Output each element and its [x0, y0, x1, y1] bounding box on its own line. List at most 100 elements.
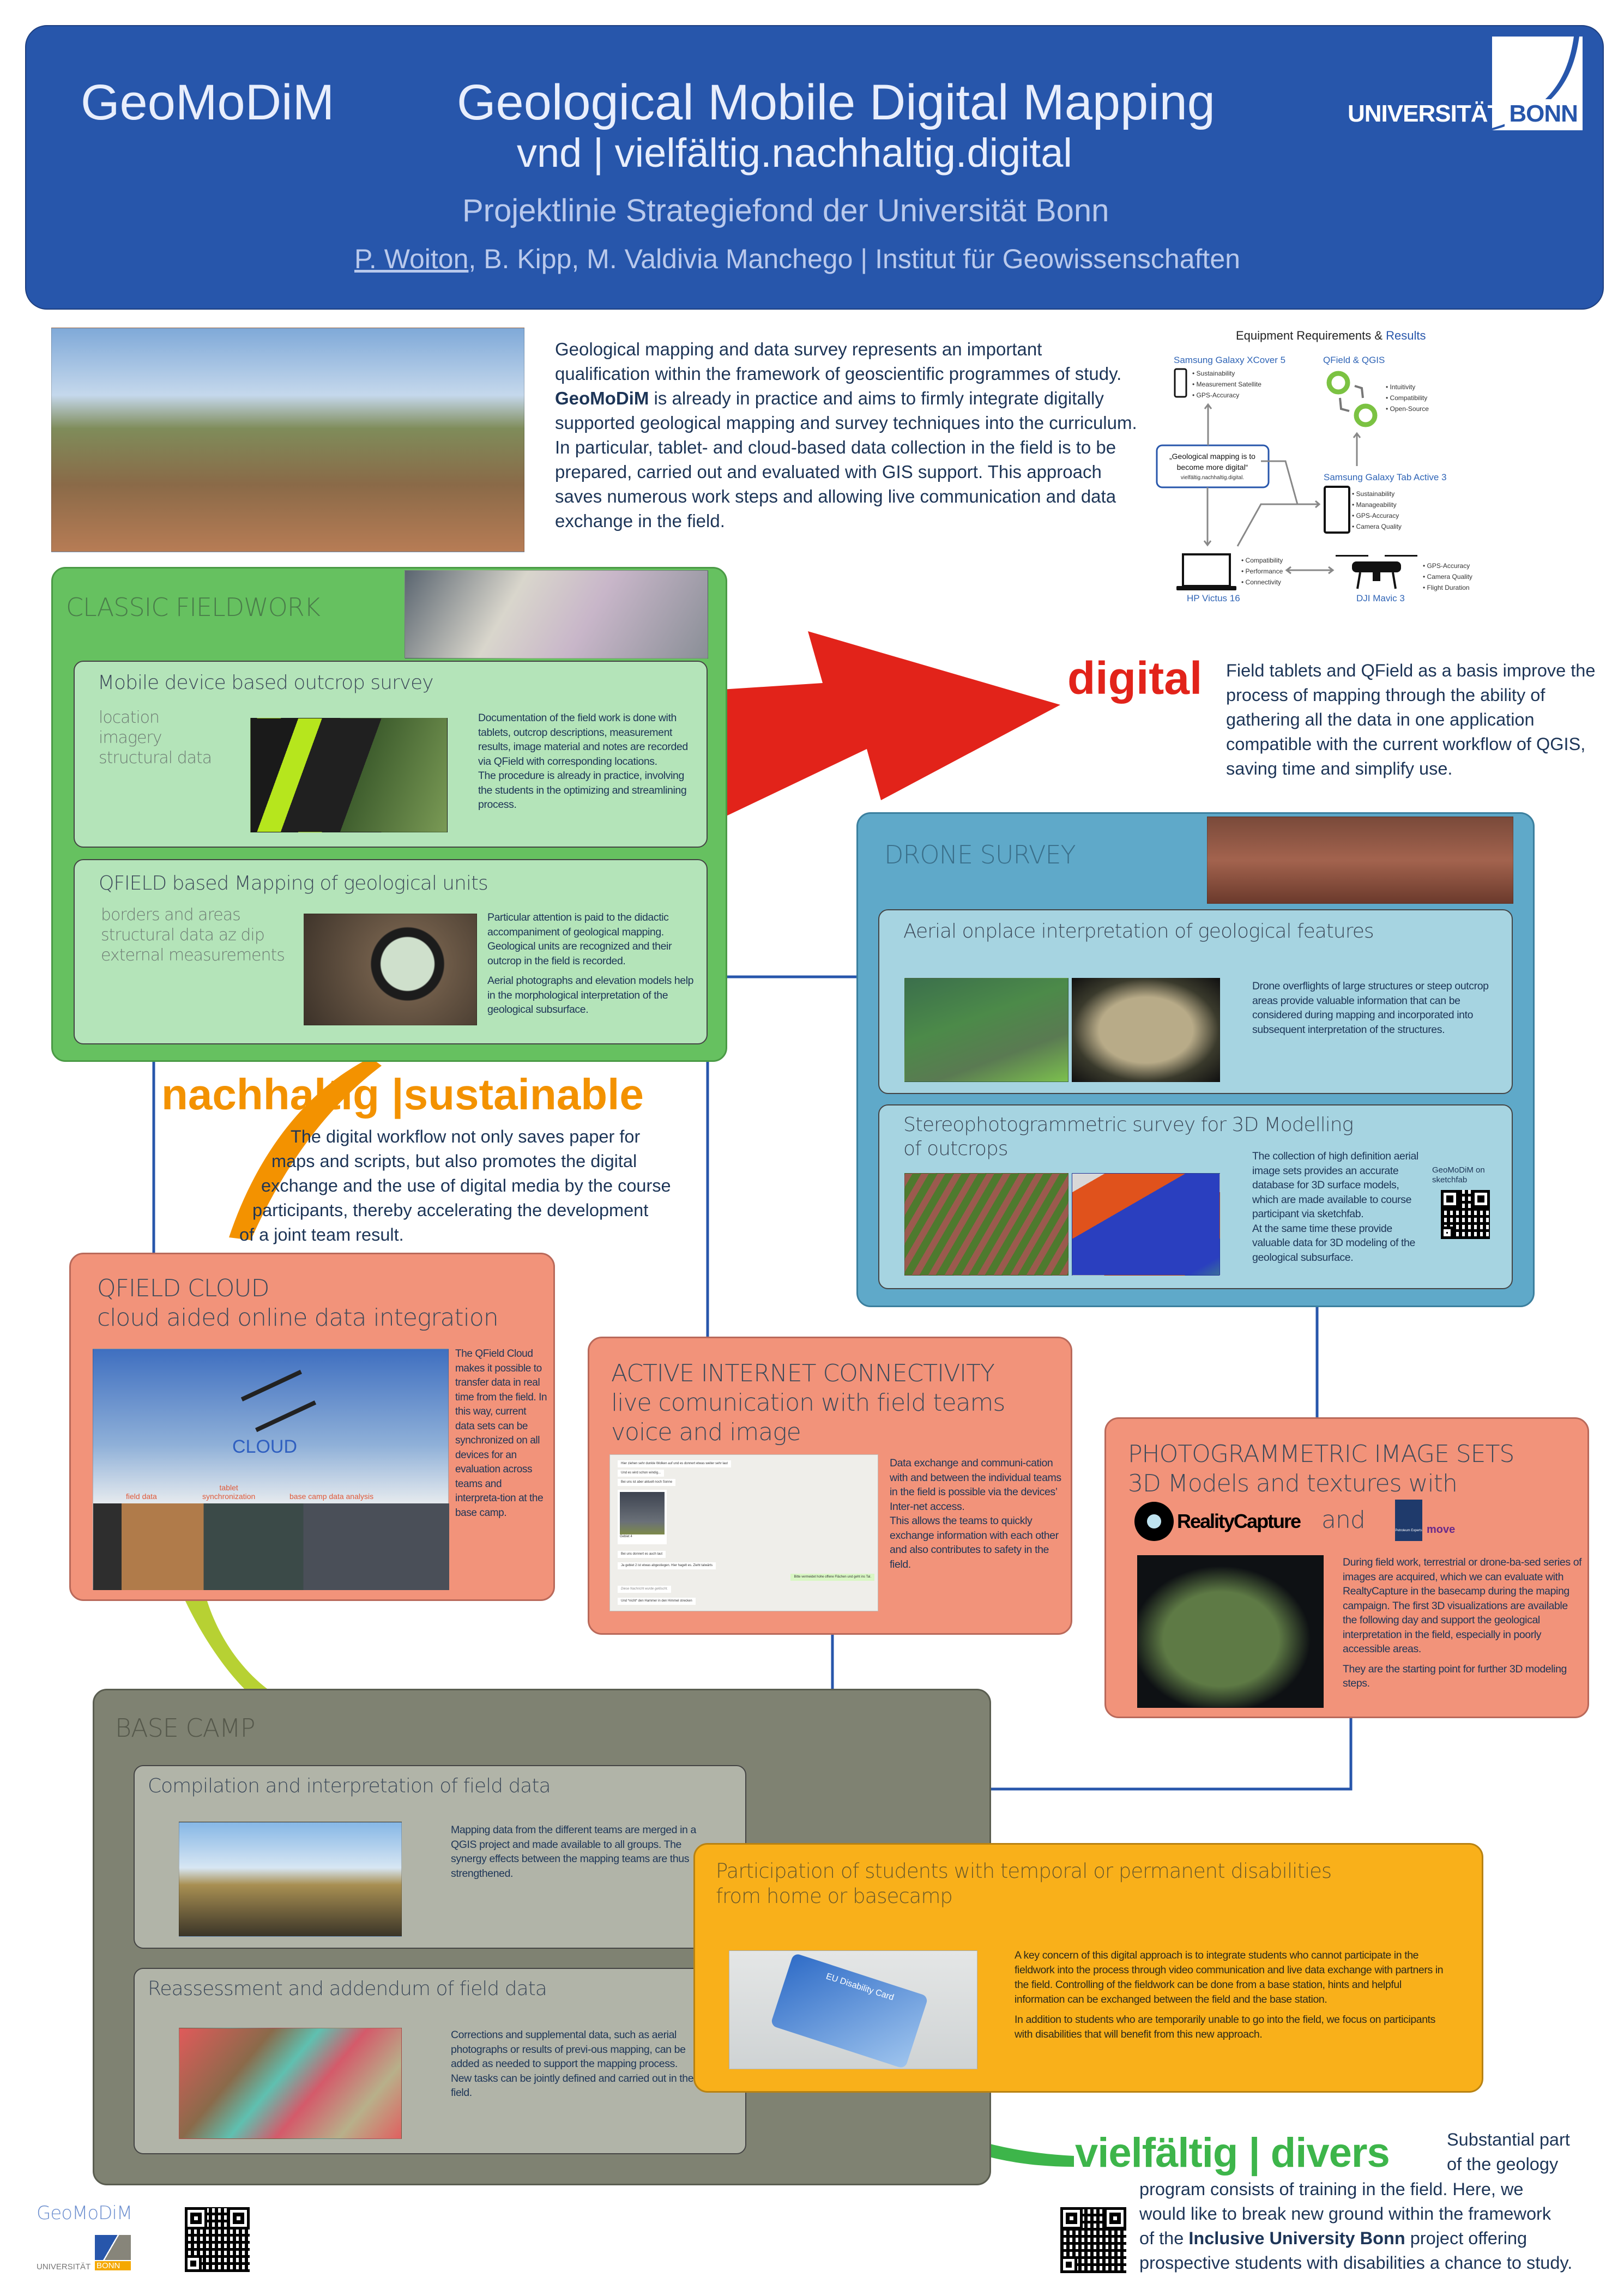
keyword: external measurements [101, 946, 285, 965]
mobile-survey-text: Documentation of the field work is done … [478, 712, 688, 811]
field-data-label: field data [126, 1492, 157, 1501]
compilation-text: Mapping data from the different teams ar… [451, 1824, 696, 1880]
internet-title-line: voice and image [611, 1418, 801, 1446]
xcover-feature: • Sustainability [1192, 370, 1235, 377]
participation-title-line: from home or basecamp [716, 1884, 953, 1908]
quote-sub: vielfältig.nachhaltig.digital. [1181, 475, 1244, 481]
compilation-title: Compilation and interpretation of field … [148, 1775, 551, 1797]
sustainable-line: exchange and the use of digital media by… [261, 1176, 671, 1195]
aerial-interpretation-text: Drone overflights of large structures or… [1252, 980, 1489, 1036]
realitycapture-logo: RealityCapture [1134, 1502, 1301, 1541]
sustainable-line: maps and scripts, but also promotes the … [271, 1151, 637, 1171]
keyword: imagery [99, 728, 162, 747]
inclusive-university-bonn: Inclusive University Bonn [1188, 2228, 1405, 2248]
realitycapture-wordmark: RealityCapture [1177, 1510, 1301, 1532]
hp-feature: • Connectivity [1241, 578, 1281, 586]
participation-title: Participation of students with temporal … [716, 1859, 1332, 1909]
divers-qr-code[interactable] [1060, 2207, 1126, 2273]
quote-box [1156, 444, 1270, 488]
sketchfab-qr-caption: GeoMoDiM on sketchfab [1432, 1165, 1485, 1185]
qfield-cloud-title-line: QFIELD CLOUD [97, 1274, 269, 1302]
hp-label: HP Victus 16 [1187, 593, 1240, 603]
project-short-title: GeoMoDiM [81, 75, 335, 130]
outcrop-aerial-photo [904, 1173, 1068, 1276]
photogrammetry-text-2: They are the starting point for further … [1343, 1663, 1567, 1690]
footer-logo-universitaet: UNIVERSITÄT [37, 2262, 91, 2271]
chat-message: Bei uns donnert es auch laut [618, 1551, 666, 1558]
sustainable-heading: nachhaltig |sustainable [161, 1070, 644, 1119]
divers-line: of the Inclusive University Bonn project… [1139, 2226, 1572, 2251]
geological-map-image [179, 2028, 402, 2139]
disability-card-photo: EU Disability Card [729, 1950, 977, 2069]
lime-swoosh [185, 1601, 267, 1690]
participation-text: A key concern of this digital approach i… [1015, 1948, 1451, 2042]
laptop-icon [1176, 553, 1236, 590]
logo-universitaet: UNIVERSITÄT [1348, 100, 1502, 127]
hp-feature: • Compatibility [1241, 557, 1283, 564]
internet-connectivity-title: ACTIVE INTERNET CONNECTIVITY live comuni… [611, 1359, 1005, 1447]
petroleum-experts-logo: Petroleum Experts [1395, 1500, 1422, 1541]
qfield-mapping-title: QFIELD based Mapping of geological units [99, 872, 488, 895]
shutter-icon [1134, 1502, 1174, 1541]
qfield-tablet-photo [304, 914, 477, 1025]
qfield-cloud-text: The QField Cloud makes it possible to tr… [455, 1348, 547, 1519]
dji-feature: • GPS-Accuracy [1423, 562, 1470, 570]
qfield-mapping-text: Particular attention is paid to the dida… [487, 910, 701, 1017]
dji-feature: • Camera Quality [1423, 573, 1472, 581]
photogrammetry-panel: PHOTOGRAMMETRIC IMAGE SETS 3D Models and… [1104, 1417, 1589, 1718]
lead-author: P. Woiton [354, 244, 469, 274]
pe-logo-text: Petroleum Experts [1395, 1529, 1422, 1532]
green-swoosh [938, 2126, 1074, 2167]
aerial-interpretation-title: Aerial onplace interpretation of geologi… [903, 920, 1374, 942]
authors-rest: , B. Kipp, M. Valdivia Manchego | Instit… [468, 244, 1240, 274]
keyword: location [99, 708, 160, 727]
chat-message: Und es wird schon windig... [618, 1470, 665, 1477]
participation-text-2: In addition to students who are temporar… [1015, 2014, 1436, 2040]
footer-logo-bonn: BONN [95, 2261, 131, 2270]
chat-message: Diese Nachricht wurde gelöscht. [618, 1586, 672, 1593]
qfield-feature: • Compatibility [1386, 394, 1427, 402]
base-camp-title: BASE CAMP [115, 1713, 255, 1743]
internet-connectivity-text: Data exchange and communi-cation with an… [890, 1457, 1061, 1570]
stereo-title-line: of outcrops [903, 1138, 1009, 1160]
reassessment-text: Corrections and supplemental data, such … [451, 2029, 694, 2099]
keyword: structural data [99, 748, 212, 768]
chat-message: Hier ziehen sehr dunkle Wolken auf und e… [618, 1460, 731, 1467]
sketchfab-qr-code[interactable] [1441, 1190, 1490, 1239]
internet-title-line: live comunication with field teams [611, 1389, 1005, 1417]
qfield-mapping-text-1: Particular attention is paid to the dida… [487, 911, 672, 967]
footer-qr-code[interactable] [185, 2207, 250, 2272]
divers-text: program consists of training in the fiel… [1139, 2177, 1572, 2275]
participation-text-1: A key concern of this digital approach i… [1015, 1949, 1444, 2005]
move-logo: move [1427, 1524, 1456, 1536]
arrow-hp-dji [1285, 566, 1335, 575]
digital-heading: digital [1067, 652, 1203, 704]
dji-label: DJI Mavic 3 [1356, 593, 1405, 603]
authors: P. Woiton, B. Kipp, M. Valdivia Manchego… [354, 243, 1240, 275]
chat-message: Ja gebiet 2 ist etwas abgestiegen. Hier … [618, 1562, 716, 1569]
mobile-survey-keywords: location imagery structural data [99, 708, 212, 768]
photogrammetry-title: PHOTOGRAMMETRIC IMAGE SETS 3D Models and… [1128, 1440, 1514, 1499]
tablet-compass-photo [250, 718, 448, 832]
3d-reconstruction-image [1137, 1555, 1324, 1708]
qfield-cloud-title-line: cloud aided online data integration [97, 1304, 499, 1332]
phone-icon [1174, 368, 1187, 398]
basecamp-analysis-label: base camp data analysis [289, 1492, 374, 1501]
sustainable-line: The digital workflow not only saves pape… [291, 1127, 641, 1146]
quote-line-1: „Geological mapping is to [1169, 452, 1255, 461]
divers-line-part: of the [1139, 2228, 1189, 2248]
divers-side-text: Substantial part of the geology [1447, 2128, 1570, 2177]
tab-label: Samsung Galaxy Tab Active 3 [1324, 472, 1447, 482]
divers-line: prospective students with disabilities a… [1139, 2253, 1573, 2273]
project-line: Projektlinie Strategiefond der Universit… [462, 193, 1109, 228]
red-digital-arrow [713, 631, 1060, 823]
arrow-tab-qfield [1353, 432, 1361, 466]
qfield-mapping-panel: QFIELD based Mapping of geological units… [74, 859, 708, 1044]
xcover-label: Samsung Galaxy XCover 5 [1174, 355, 1285, 365]
van-field-photo [179, 1822, 402, 1937]
disability-card: EU Disability Card [770, 1953, 929, 2069]
cloud-workflow-image: CLOUD field data tablet synchronization … [93, 1349, 449, 1590]
tab-feature: • Camera Quality [1352, 523, 1402, 530]
cloud-bottom-photos [93, 1503, 449, 1590]
poster-title: Geological Mobile Digital Mapping [457, 75, 1215, 130]
